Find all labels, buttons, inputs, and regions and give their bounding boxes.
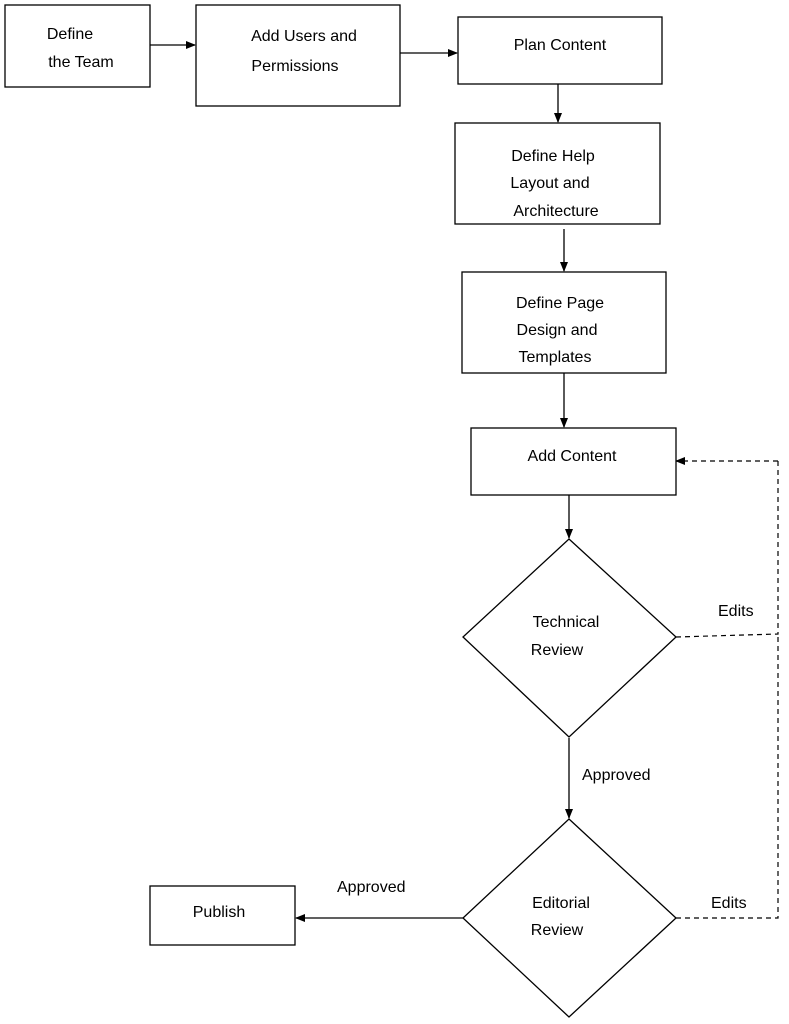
node-technical-review-line-2: Review bbox=[531, 642, 584, 659]
node-add-users: Add Users and Permissions bbox=[195, 4, 401, 107]
node-define-page-line-2: Design and bbox=[517, 322, 598, 339]
node-define-team-line-1: Define bbox=[47, 26, 93, 43]
node-define-help: Define Help Layout and Architecture bbox=[454, 122, 661, 225]
node-publish-line-1: Publish bbox=[193, 904, 245, 921]
node-editorial-review: Editorial Review bbox=[462, 818, 677, 1018]
label-editorial-approved: Approved bbox=[337, 879, 406, 896]
node-define-help-line-2: Layout and bbox=[510, 175, 589, 192]
node-technical-review: Technical Review bbox=[462, 538, 677, 738]
node-define-help-line-1: Define Help bbox=[511, 148, 595, 165]
node-define-page-line-3: Templates bbox=[519, 349, 592, 366]
node-technical-review-line-1: Technical bbox=[533, 614, 600, 631]
label-editorial-edits: Edits bbox=[711, 895, 747, 912]
node-plan-content-line-1: Plan Content bbox=[514, 37, 607, 54]
edge-technical-edits-feedback bbox=[675, 461, 779, 638]
node-define-page-line-1: Define Page bbox=[516, 295, 604, 312]
node-publish: Publish bbox=[149, 885, 296, 946]
edge-editorial-edits-feedback bbox=[676, 634, 779, 919]
node-add-content: Add Content bbox=[470, 427, 677, 496]
label-technical-approved: Approved bbox=[582, 767, 651, 784]
node-define-page: Define Page Design and Templates bbox=[461, 271, 667, 374]
node-plan-content: Plan Content bbox=[457, 16, 663, 85]
node-define-team: Define the Team bbox=[4, 4, 151, 88]
node-define-help-line-3: Architecture bbox=[513, 203, 598, 220]
label-technical-edits: Edits bbox=[718, 603, 754, 620]
node-editorial-review-line-2: Review bbox=[531, 922, 584, 939]
node-define-team-line-2: the Team bbox=[48, 54, 114, 71]
node-editorial-review-line-1: Editorial bbox=[532, 895, 590, 912]
node-add-users-line-1: Add Users and bbox=[251, 28, 357, 45]
node-add-users-line-2: Permissions bbox=[251, 58, 338, 75]
node-add-content-line-1: Add Content bbox=[528, 448, 618, 465]
